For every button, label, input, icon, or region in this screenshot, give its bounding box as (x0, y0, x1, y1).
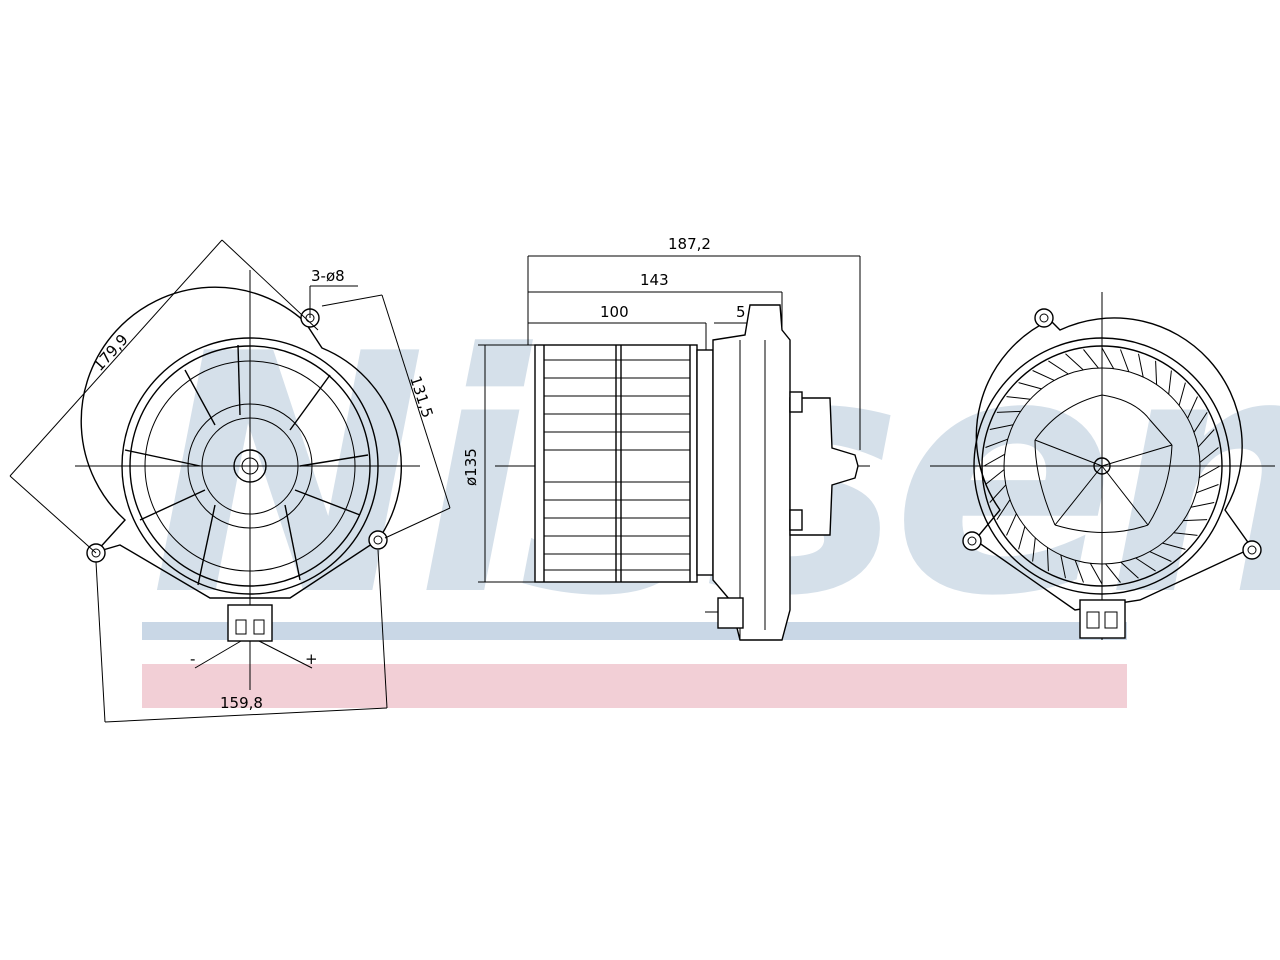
fan-blade (1173, 532, 1198, 536)
fan-blade (1187, 396, 1198, 419)
fan-blade (1060, 554, 1066, 579)
fan-blade (1083, 349, 1099, 369)
dim-diameter: ø135 (462, 448, 480, 486)
dim-holes: 3-ø8 (311, 267, 345, 285)
dim-total-length: 187,2 (668, 235, 711, 253)
fan-blade (1018, 526, 1026, 550)
fan-blade (1046, 547, 1049, 572)
fan-blade (1199, 465, 1221, 479)
fan-blade (1006, 396, 1031, 400)
fan-blade (1193, 412, 1208, 433)
fan-blade (1199, 447, 1219, 463)
fan-blade (1105, 563, 1121, 583)
fan-blade (996, 410, 1021, 413)
fan-blade (1178, 382, 1186, 406)
fan-blade (985, 469, 1005, 485)
fan-blade (1089, 563, 1103, 585)
dim-base-width: 159,8 (220, 694, 263, 712)
dim-length-100: 100 (600, 303, 629, 321)
watermark-band-blue (142, 622, 1127, 640)
fan-blade (985, 438, 1008, 448)
fan-blade (1149, 551, 1172, 562)
fan-blade (1006, 513, 1017, 536)
fan-blade (1162, 542, 1186, 550)
fan-blade (1135, 557, 1156, 572)
rear-view (930, 292, 1275, 640)
fan-blade (1065, 353, 1084, 371)
fan-blade (1155, 360, 1158, 385)
fan-blade (1032, 537, 1036, 562)
front-view: - + 179,9 3-ø8 131,5 159,8 (9, 239, 451, 723)
fan-blade (1168, 370, 1172, 395)
fan-blade (1032, 370, 1055, 381)
fan-blade (1018, 382, 1042, 390)
watermark-band-pink (142, 664, 1127, 708)
dim-length-143: 143 (640, 271, 669, 289)
connector-minus-label: - (190, 650, 195, 668)
fan-blade (1196, 484, 1219, 494)
side-view: 187,2 143 100 5 ø135 (462, 235, 870, 641)
fan-blade (1190, 502, 1215, 508)
fan-blade (989, 484, 1007, 503)
connector-plus-label: + (305, 650, 318, 668)
fan-blade (1120, 349, 1130, 372)
fan-blade (989, 424, 1014, 430)
fan-blade (996, 499, 1011, 520)
fan-blade (1138, 353, 1144, 378)
fan-blades (983, 347, 1221, 585)
fan-blade (1101, 347, 1115, 369)
fan-blade (1048, 360, 1069, 375)
fan-blade (1197, 429, 1215, 448)
fan-blade (983, 453, 1005, 467)
dim-offset-5: 5 (736, 303, 746, 321)
fan-blade (1120, 561, 1139, 579)
fan-blade (1074, 560, 1084, 583)
fan-blade (1183, 519, 1208, 522)
